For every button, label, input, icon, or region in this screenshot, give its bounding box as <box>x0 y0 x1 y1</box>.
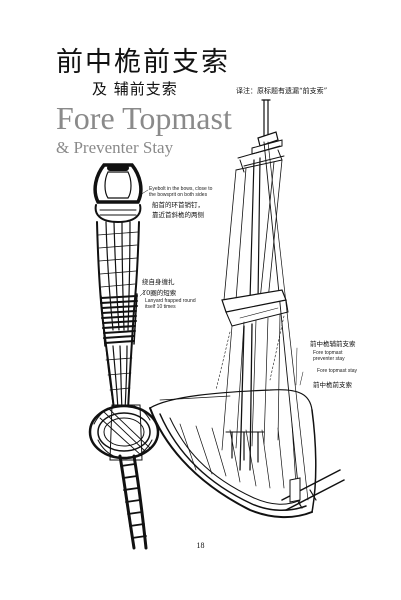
lanyard-label-cn-1: 绕自身缠扎 <box>142 278 175 286</box>
page-subtitle-english: & Preventer Stay <box>56 138 174 157</box>
eyebolt-label-en: Eyebolt in the bows, close to the bowspr… <box>149 186 213 198</box>
eyebolt-detail <box>93 163 143 224</box>
page-subtitle-chinese: 及 辅前支索 <box>92 80 178 98</box>
stay-label-cn: 前中桅前支索 <box>313 381 352 389</box>
stay-label-en: Fore topmast stay <box>317 368 358 374</box>
eyebolt-label-cn-1: 船首的环首销钉， <box>152 201 204 209</box>
preventer-label-cn: 前中桅辅前支索 <box>310 340 356 348</box>
hull-bow <box>149 389 345 519</box>
eyebolt-label-cn-2: 靠近首斜桅的两侧 <box>152 211 204 219</box>
lower-deadeye <box>88 404 160 461</box>
rope-bundle <box>96 221 140 411</box>
preventer-label-en: Fore topmast preventer stay <box>313 350 345 362</box>
lanyard-label-en: Lanyard frapped round itself 10 times <box>145 298 196 310</box>
translator-note: 译注：原标题有遗漏“前支索” <box>236 87 328 95</box>
mast-assembly <box>215 99 309 506</box>
cable-below <box>118 454 148 550</box>
page-number: 18 <box>196 541 205 550</box>
lanyard-label-cn-2: 10圈的短索 <box>142 289 177 297</box>
page-title-english: Fore Topmast <box>56 100 232 136</box>
leader-lines <box>139 189 304 386</box>
page-title-chinese: 前中桅前支索 <box>56 47 230 78</box>
lanyard-frapping <box>100 293 138 411</box>
